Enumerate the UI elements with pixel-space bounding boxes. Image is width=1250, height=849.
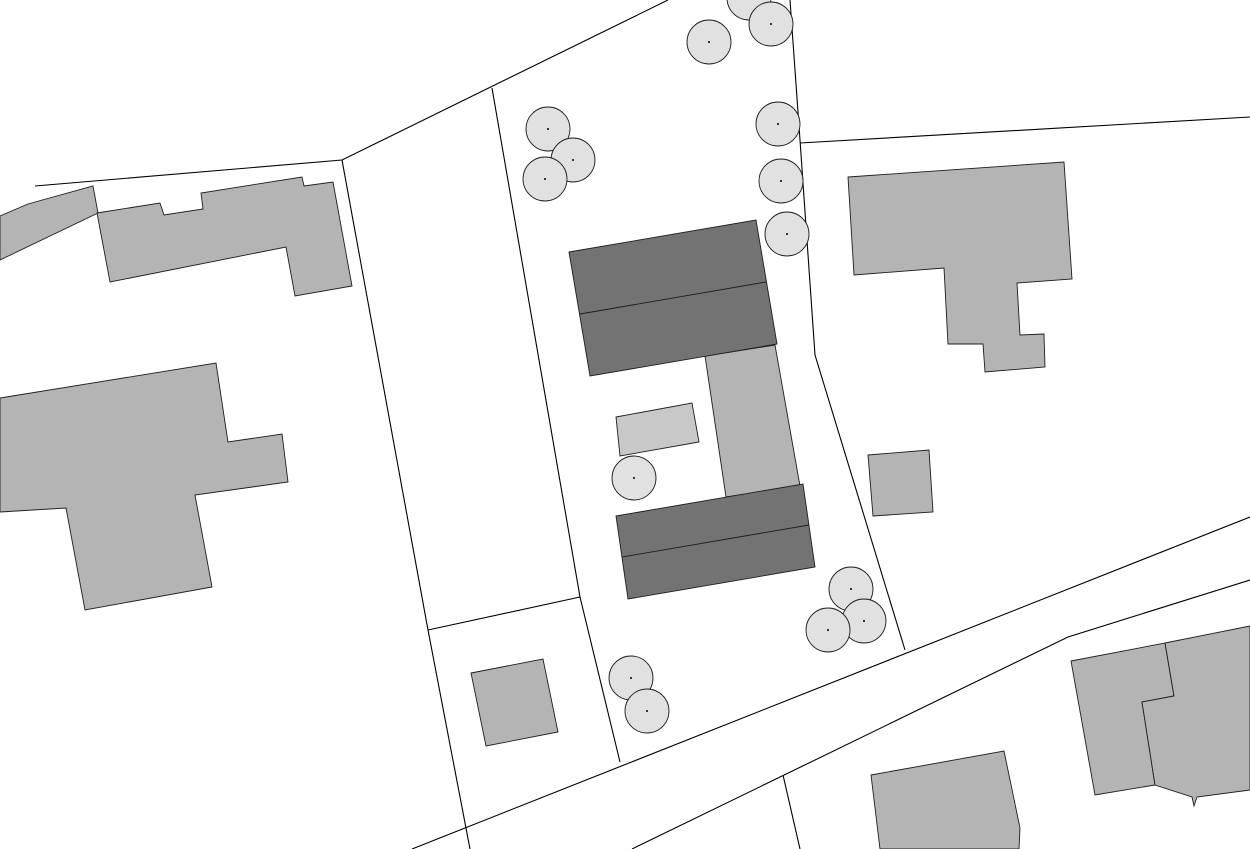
building-shed-southwest (470, 658, 559, 747)
new-building-south (615, 483, 816, 600)
building-southeast-house (870, 750, 1021, 849)
building-annex-small (615, 402, 700, 457)
road-edge-north (411, 516, 1250, 849)
new-buildings (568, 219, 816, 600)
tree-north-1 (686, 19, 732, 65)
tree-cluster-southeast (805, 566, 887, 653)
building-northwest-row (96, 176, 353, 297)
building-northeast-house (847, 161, 1073, 373)
tree-cluster-south (608, 655, 670, 734)
building-northwest-strip (0, 185, 99, 261)
parcel-line-south-east (782, 774, 801, 849)
tree-lane-2 (758, 158, 804, 204)
building-west-large (0, 362, 289, 611)
new-building-north-ridge (579, 281, 767, 315)
building-connector-wing (704, 344, 801, 498)
road-edge-south (631, 579, 1250, 849)
trees (522, 0, 887, 734)
tree-cluster-north-edge (726, 0, 794, 47)
parcel-line-east-lane (789, 0, 906, 651)
tree-courtyard (611, 455, 657, 501)
parcel-boundaries (34, 0, 1250, 849)
building-east-corner-right (1141, 625, 1250, 808)
parcel-line-west-1 (341, 159, 471, 849)
annex-buildings (615, 402, 700, 457)
new-building-south-ridge (621, 524, 810, 558)
parcel-line-south-lot (427, 596, 581, 631)
tree-lane-1 (755, 101, 801, 147)
existing-buildings (0, 161, 1250, 849)
tree-cluster-three (522, 106, 596, 202)
building-shed-east (867, 449, 934, 517)
tree-lane-3 (764, 211, 810, 257)
parcel-line-north-east (799, 116, 1250, 144)
